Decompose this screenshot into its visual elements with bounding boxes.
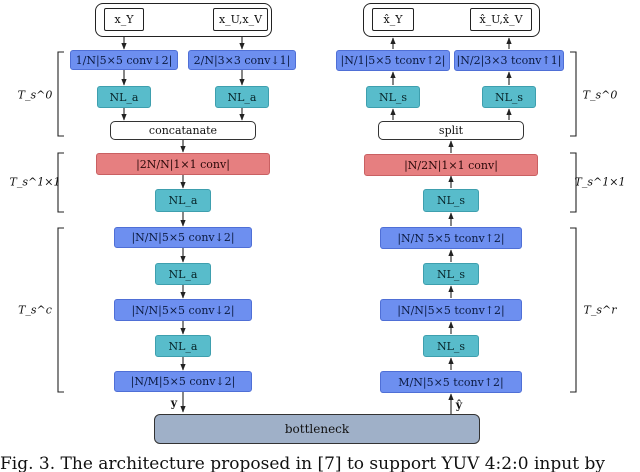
input-y-box: x_Y <box>104 8 144 31</box>
dec-tconv-c: M/N|5×5 tconv↑2| <box>380 371 522 393</box>
input-uv-label: x_U,x_V <box>218 13 263 26</box>
dec-conv-1x1: |N/2N|1×1 conv| <box>364 154 538 176</box>
enc-nl-a: NL_a <box>155 263 211 285</box>
dec-nl-y: NL_s <box>366 86 420 108</box>
dec-nl-1x1: NL_s <box>423 189 479 212</box>
dec-nl-b: NL_s <box>423 335 479 357</box>
dec-tconv-y: |N/1|5×5 tconv↑2| <box>336 50 450 71</box>
dec-nl-uv-label: NL_s <box>494 90 524 104</box>
output-y-box: x̂_Y <box>372 8 414 31</box>
enc-nl-uv-label: NL_a <box>227 90 257 104</box>
enc-nl-1x1: NL_a <box>155 189 211 212</box>
dec-split-label: split <box>438 124 464 137</box>
enc-concat: concatanate <box>110 121 256 140</box>
bracket-label-dec-top: T_s^0 <box>582 88 618 102</box>
enc-nl-b-label: NL_a <box>168 339 198 353</box>
figure-caption: Fig. 3. The architecture proposed in [7]… <box>0 454 605 472</box>
bracket-dec-bot <box>570 227 577 393</box>
dec-conv-1x1-label: |N/2N|1×1 conv| <box>404 158 498 172</box>
enc-conv-1x1-label: |2N/N|1×1 conv| <box>136 157 230 171</box>
enc-nl-b: NL_a <box>155 335 211 357</box>
output-frame <box>363 3 540 37</box>
bracket-label-dec-bot: T_s^r <box>583 303 617 317</box>
dec-tconv-a-label: |N/N 5×5 tconv↑2| <box>397 231 505 245</box>
dec-tconv-y-label: |N/1|5×5 tconv↑2| <box>340 54 446 67</box>
enc-conv-a: |N/N|5×5 conv↓2| <box>114 227 252 248</box>
dec-nl-uv: NL_s <box>482 86 536 108</box>
bracket-dec-top <box>570 51 577 137</box>
enc-conv-uv: 2/N|3×3 conv↓1| <box>188 50 296 70</box>
output-uv-box: x̂_U,x̂_V <box>470 8 532 31</box>
enc-conv-c-label: |N/M|5×5 conv↓2| <box>130 375 236 388</box>
dec-split: split <box>378 121 524 140</box>
enc-nl-1x1-label: NL_a <box>168 194 198 207</box>
enc-conv-y-label: 1/N|5×5 conv↓2| <box>75 53 173 67</box>
dec-nl-a-label: NL_s <box>436 267 466 281</box>
bracket-dec-mid <box>570 152 577 213</box>
enc-conv-c: |N/M|5×5 conv↓2| <box>114 371 252 392</box>
latent-y-hat-label: ŷ <box>455 398 463 412</box>
bracket-label-enc-top: T_s^0 <box>17 88 53 102</box>
enc-nl-y: NL_a <box>97 86 151 108</box>
enc-conv-y: 1/N|5×5 conv↓2| <box>70 50 178 70</box>
dec-nl-b-label: NL_s <box>436 339 466 353</box>
bracket-enc-mid <box>57 152 64 213</box>
output-y-label: x̂_Y <box>383 13 403 26</box>
enc-concat-label: concatanate <box>148 124 218 137</box>
input-uv-box: x_U,x_V <box>213 8 268 31</box>
enc-nl-uv: NL_a <box>215 86 269 108</box>
bottleneck: bottleneck <box>154 414 480 444</box>
bracket-label-dec-mid: T_s^1×1 <box>574 175 626 189</box>
dec-tconv-c-label: M/N|5×5 tconv↑2| <box>398 375 504 389</box>
bottleneck-label: bottleneck <box>284 422 350 436</box>
dec-tconv-uv-label: |N/2|3×3 tconv↑1| <box>456 54 562 67</box>
enc-conv-b-label: |N/N|5×5 conv↓2| <box>131 303 235 317</box>
enc-conv-a-label: |N/N|5×5 conv↓2| <box>131 231 235 244</box>
bracket-label-enc-bot: T_s^c <box>18 303 52 317</box>
dec-tconv-uv: |N/2|3×3 tconv↑1| <box>454 50 564 71</box>
enc-nl-a-label: NL_a <box>168 267 198 281</box>
dec-tconv-b: |N/N|5×5 tconv↑2| <box>380 299 522 321</box>
input-frame <box>95 3 272 37</box>
bracket-label-enc-mid: T_s^1×1 <box>9 175 61 189</box>
bracket-enc-top <box>57 51 64 137</box>
enc-nl-y-label: NL_a <box>109 90 139 104</box>
input-y-label: x_Y <box>114 13 134 26</box>
enc-conv-uv-label: 2/N|3×3 conv↓1| <box>193 53 291 67</box>
dec-tconv-b-label: |N/N|5×5 tconv↑2| <box>397 303 505 317</box>
dec-nl-y-label: NL_s <box>378 90 408 104</box>
dec-tconv-a: |N/N 5×5 tconv↑2| <box>380 227 522 249</box>
output-uv-label: x̂_U,x̂_V <box>479 13 523 26</box>
latent-y-label: y <box>170 396 178 410</box>
enc-conv-b: |N/N|5×5 conv↓2| <box>114 299 252 321</box>
enc-conv-1x1: |2N/N|1×1 conv| <box>96 153 270 175</box>
dec-nl-1x1-label: NL_s <box>436 194 466 207</box>
dec-nl-a: NL_s <box>423 263 479 285</box>
bracket-enc-bot <box>57 227 64 393</box>
